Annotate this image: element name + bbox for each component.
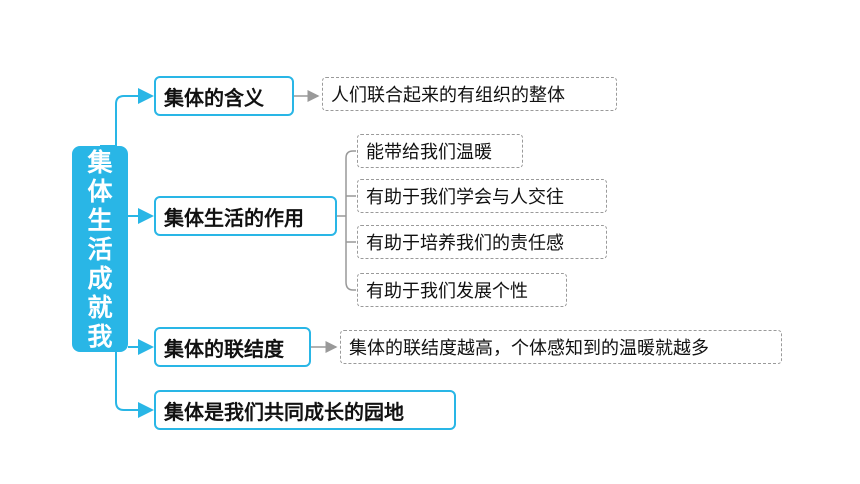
branch-growth-ground: 集体是我们共同成长的园地 <box>154 390 456 430</box>
detail-role-interaction-text: 有助于我们学会与人交往 <box>366 187 564 208</box>
detail-role-interaction: 有助于我们学会与人交往 <box>357 179 607 213</box>
detail-connectors <box>293 90 356 353</box>
branch-cohesion-label: 集体的联结度 <box>164 336 284 361</box>
detail-role-responsibility: 有助于培养我们的责任感 <box>357 225 607 259</box>
branch-role-label: 集体生活的作用 <box>164 205 304 230</box>
detail-role-responsibility-text: 有助于培养我们的责任感 <box>366 233 564 254</box>
detail-role-personality: 有助于我们发展个性 <box>357 273 567 307</box>
detail-meaning: 人们联合起来的有组织的整体 <box>322 77 617 111</box>
branch-growth-ground-label: 集体是我们共同成长的园地 <box>164 399 404 424</box>
detail-role-warmth-text: 能带给我们温暖 <box>366 142 492 163</box>
root-topic-label: 集体生活成就我 <box>87 147 113 351</box>
branch-cohesion: 集体的联结度 <box>154 327 311 367</box>
root-topic: 集体生活成就我 <box>72 146 128 352</box>
detail-cohesion-text: 集体的联结度越高，个体感知到的温暖就越多 <box>349 338 709 359</box>
detail-role-personality-text: 有助于我们发展个性 <box>366 281 528 302</box>
detail-meaning-text: 人们联合起来的有组织的整体 <box>331 85 565 106</box>
detail-role-warmth: 能带给我们温暖 <box>357 134 523 168</box>
branch-meaning: 集体的含义 <box>154 76 294 116</box>
branch-role: 集体生活的作用 <box>154 196 337 236</box>
branch-meaning-label: 集体的含义 <box>164 85 264 110</box>
detail-cohesion: 集体的联结度越高，个体感知到的温暖就越多 <box>340 330 782 364</box>
root-connectors <box>100 88 154 418</box>
